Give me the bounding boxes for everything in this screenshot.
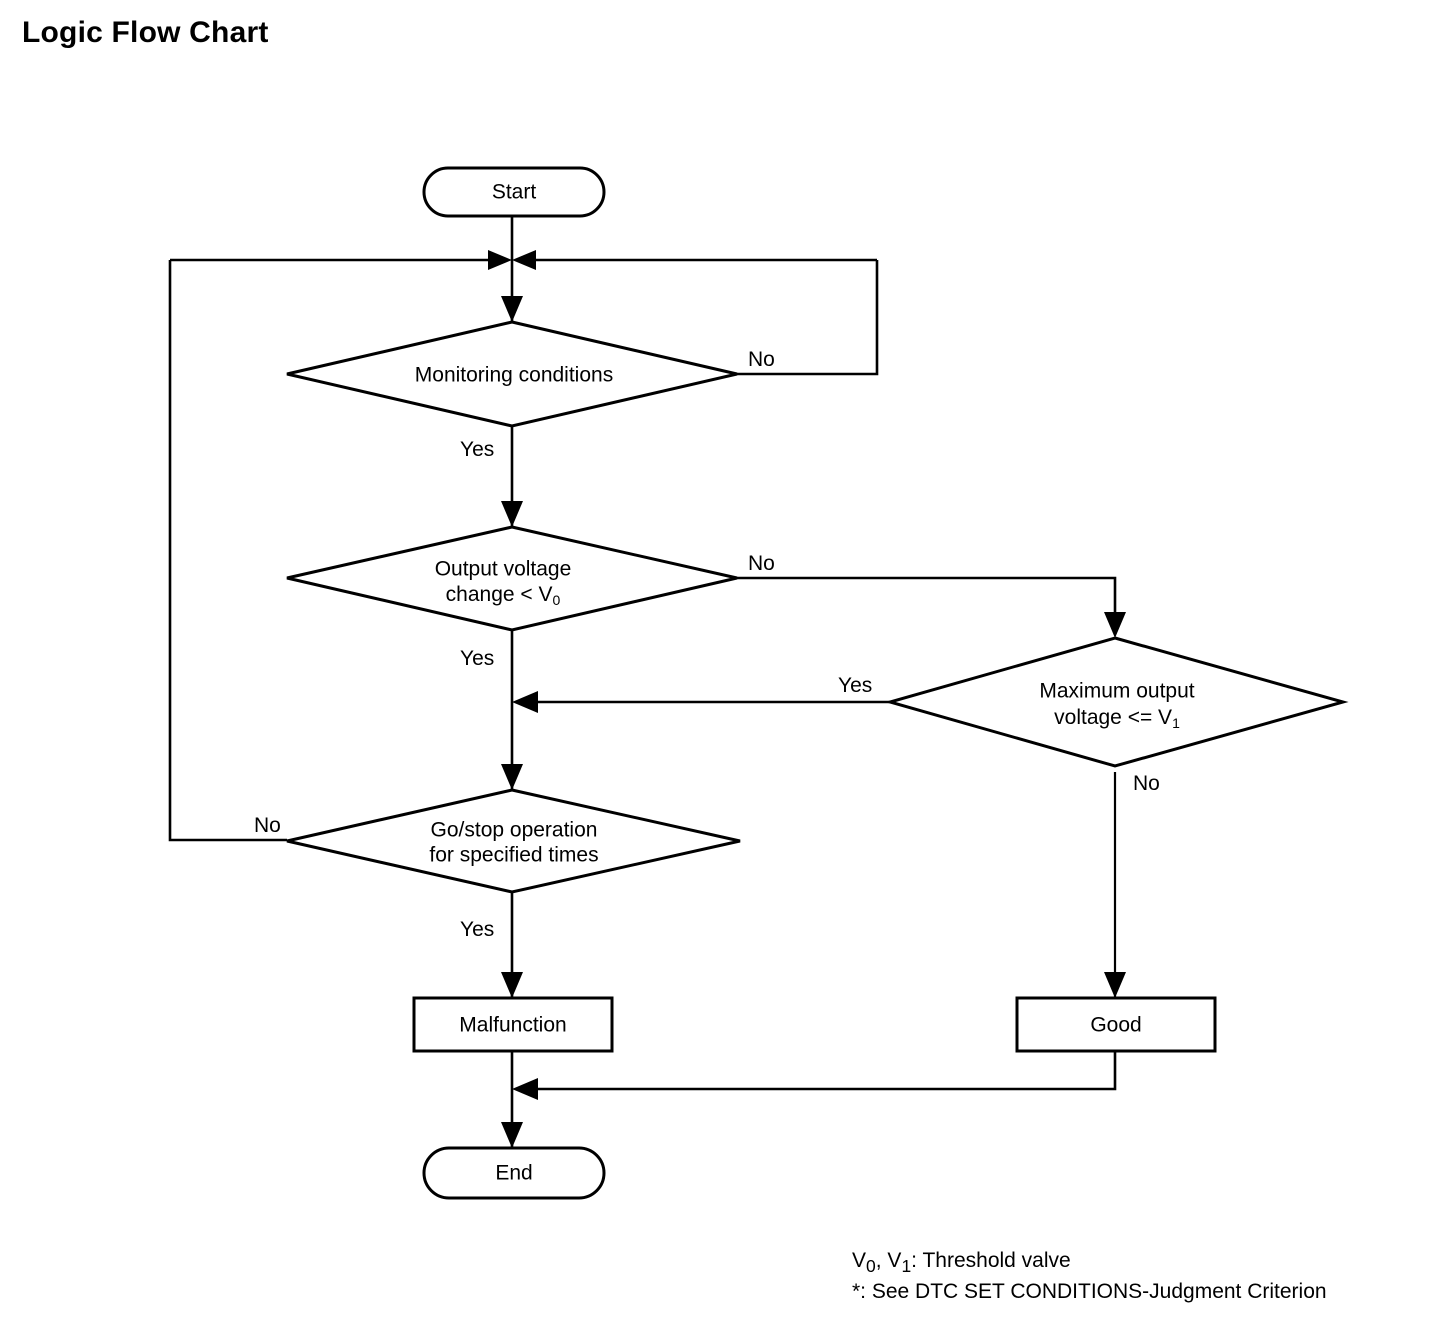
- arrowhead-into-malfunction: [501, 972, 523, 998]
- footnote-threshold-text: : Threshold valve: [911, 1249, 1071, 1272]
- node-good[interactable]: Good: [1015, 996, 1217, 1053]
- branch-label-outvolt-no: No: [748, 552, 775, 575]
- go-stop-operation-label-line2: for specified times: [429, 844, 598, 867]
- arrowhead-into-end: [501, 1122, 523, 1148]
- branch-label-gostop-yes: Yes: [460, 918, 494, 941]
- branch-label-outvolt-yes: Yes: [460, 647, 494, 670]
- arrowhead-into-monitor: [501, 296, 523, 322]
- footnote-v1-mid: , V: [875, 1249, 902, 1272]
- arrowhead-into-maxvolt: [1104, 612, 1126, 638]
- footnote-block: V0, V1: Threshold valve *: See DTC SET C…: [852, 1248, 1327, 1305]
- arrowhead-into-outvolt: [501, 501, 523, 527]
- branch-label-maxvolt-yes: Yes: [838, 674, 872, 697]
- arrowhead-into-good: [1104, 972, 1126, 998]
- connector-gostop-no-loopback: [168, 260, 287, 842]
- maximum-output-voltage-label-line1: Maximum output: [1039, 680, 1194, 703]
- arrowhead-maxvolt-yes-join: [512, 691, 538, 713]
- footnote-threshold-valve: V0, V1: Threshold valve: [852, 1248, 1327, 1279]
- footnote-v0-pre: V: [852, 1249, 867, 1272]
- start-terminator-shape: [422, 166, 606, 218]
- node-start[interactable]: Start: [422, 166, 606, 218]
- arrowhead-merge-from-right: [512, 250, 536, 270]
- go-stop-operation-label-line1: Go/stop operation: [431, 819, 598, 842]
- node-monitoring-conditions[interactable]: Monitoring conditions: [286, 320, 738, 428]
- maximum-output-voltage-label-subscript: 1: [1172, 715, 1180, 731]
- branch-label-maxvolt-no: No: [1133, 772, 1160, 795]
- start-label: Start: [492, 181, 537, 204]
- output-voltage-decision-shape: [286, 525, 738, 632]
- page-title: Logic Flow Chart: [22, 16, 269, 49]
- malfunction-box-shape: [412, 996, 614, 1053]
- node-output-voltage-change[interactable]: Output voltage change < V0: [286, 525, 738, 632]
- go-stop-operation-decision-shape: [286, 788, 741, 894]
- node-maximum-output-voltage[interactable]: Maximum output voltage <= V1: [884, 636, 1349, 768]
- footnote-v0-sub: 0: [866, 1256, 876, 1277]
- node-end[interactable]: End: [422, 1146, 606, 1200]
- node-go-stop-operation[interactable]: Go/stop operation for specified times: [286, 788, 741, 894]
- arrowhead-merge-from-left: [488, 250, 512, 270]
- arrowhead-good-join: [512, 1078, 538, 1100]
- node-malfunction[interactable]: Malfunction: [412, 996, 614, 1053]
- output-voltage-label-line2-text: change < V: [446, 583, 553, 606]
- output-voltage-label-line2: change < V0: [446, 583, 561, 608]
- end-terminator-shape: [422, 1146, 606, 1200]
- connector-good-to-end: [524, 1051, 1117, 1091]
- good-label: Good: [1090, 1014, 1141, 1037]
- branch-label-monitor-no: No: [748, 348, 775, 371]
- branch-label-monitor-yes: Yes: [460, 438, 494, 461]
- connector-layer: [168, 216, 1126, 1148]
- output-voltage-label-line1: Output voltage: [435, 558, 572, 581]
- footnote-dtc-reference: *: See DTC SET CONDITIONS-Judgment Crite…: [852, 1280, 1327, 1304]
- maximum-output-voltage-decision-shape: [884, 636, 1349, 768]
- footnote-v1-sub: 1: [901, 1256, 912, 1277]
- branch-label-layer: No Yes No Yes Yes No No Yes: [254, 348, 1160, 941]
- end-label: End: [495, 1162, 532, 1185]
- branch-label-gostop-no: No: [254, 814, 281, 837]
- connector-monitor-no-loopback: [737, 260, 879, 376]
- connector-outvolt-no: [737, 576, 1117, 632]
- malfunction-label: Malfunction: [459, 1014, 566, 1037]
- maximum-output-voltage-label-line2-text: voltage <= V: [1054, 706, 1172, 729]
- monitoring-conditions-label: Monitoring conditions: [415, 364, 613, 387]
- output-voltage-label-subscript: 0: [553, 592, 561, 608]
- maximum-output-voltage-label-line2: voltage <= V1: [1054, 706, 1180, 731]
- monitoring-conditions-decision-shape: [286, 320, 738, 428]
- arrowhead-into-gostop: [501, 764, 523, 790]
- good-box-shape: [1015, 996, 1217, 1053]
